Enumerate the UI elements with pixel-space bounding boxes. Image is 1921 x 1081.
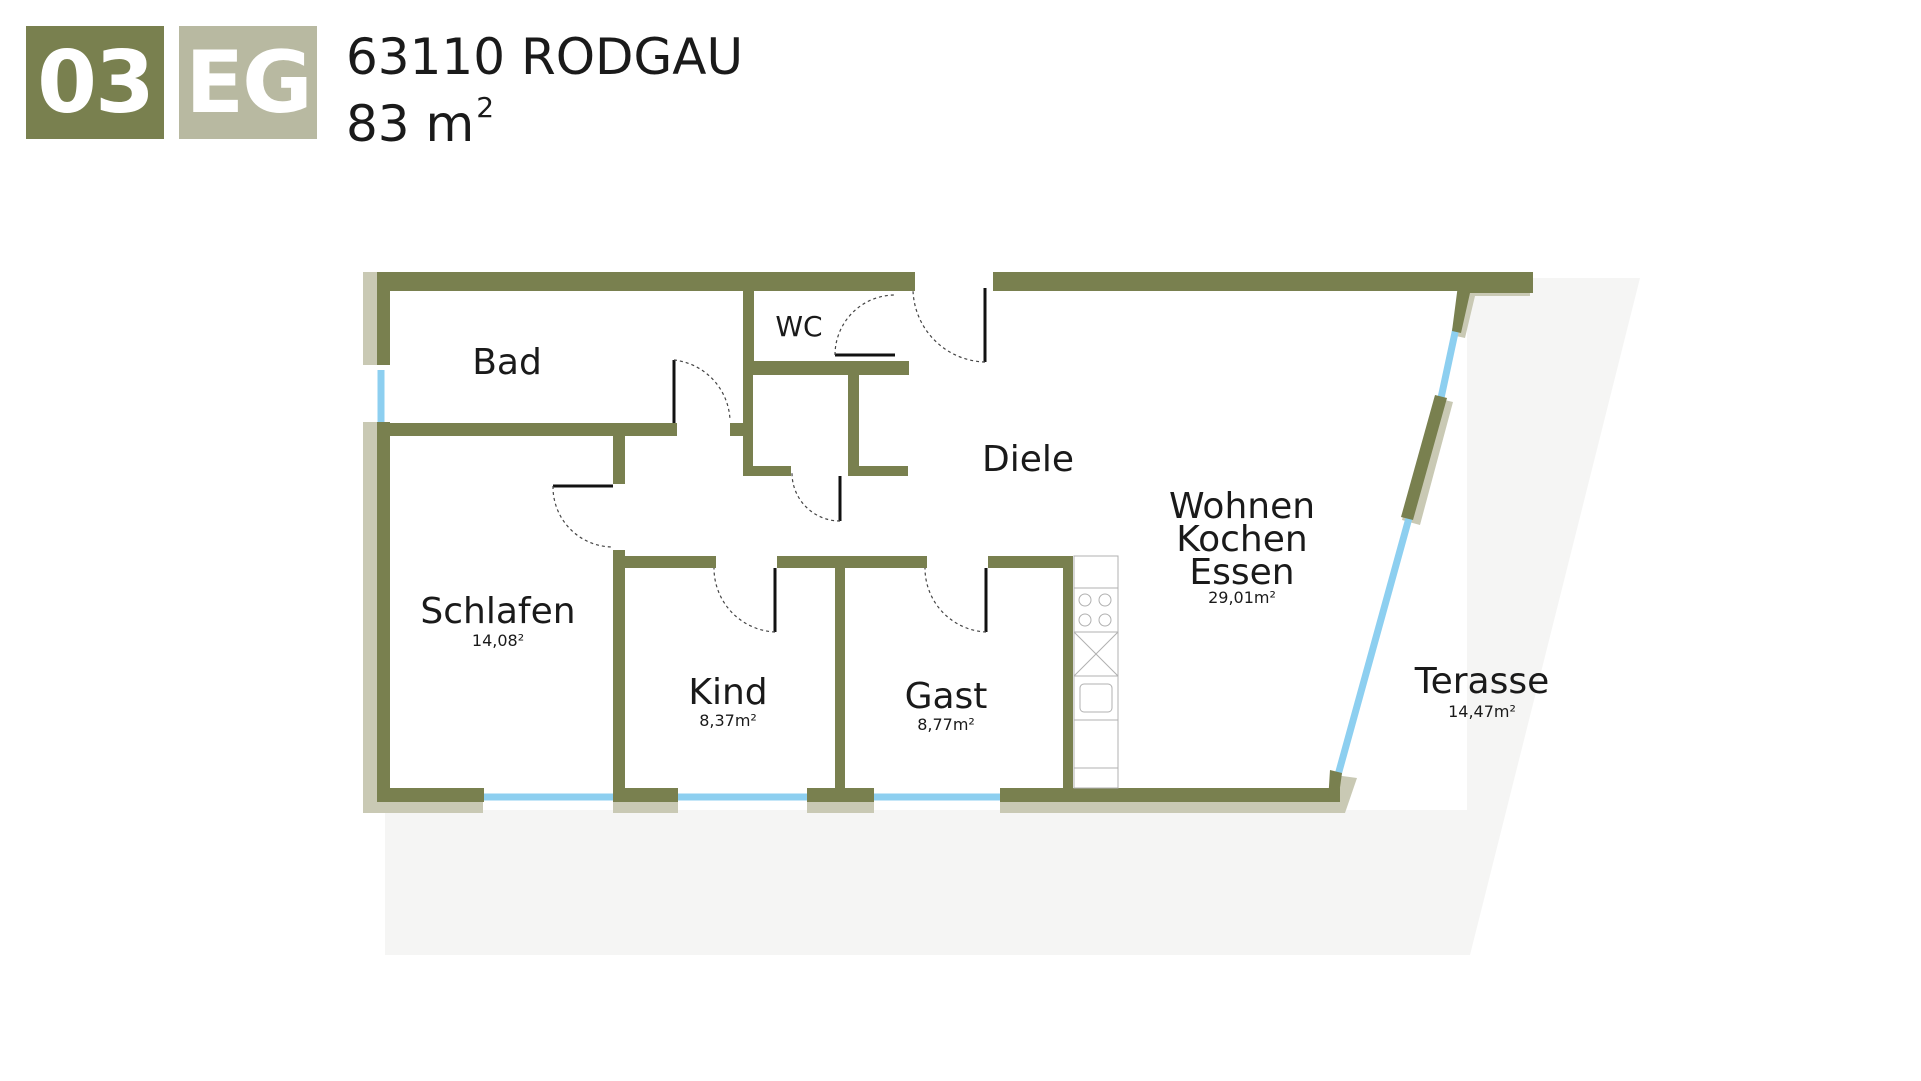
shadow-left-lower: [363, 422, 378, 813]
room-area-gast: 8,77m²: [917, 715, 975, 734]
door-kind: [713, 567, 777, 633]
door-wc: [834, 294, 896, 357]
windows: [377, 327, 1460, 801]
wall-corner-top-right: [1452, 285, 1533, 333]
wall-bottom-kind: [613, 788, 678, 802]
wall-bad-bottom: [377, 423, 677, 436]
window-living-upper: [1437, 327, 1460, 399]
cooktop-burner: [1078, 593, 1092, 607]
wall-bad-stub: [730, 423, 744, 436]
room-label-wohnen: Wohnen: [1169, 486, 1315, 527]
wall-closet-bottom-right: [848, 466, 908, 476]
room-label-schlafen: Schlafen: [420, 591, 575, 632]
wall-closet-left: [743, 375, 753, 476]
wall-gast-top-right: [988, 556, 1073, 568]
walls: [377, 272, 1533, 802]
kitchen-counter: [1073, 555, 1119, 789]
cooktop-burner: [1098, 593, 1112, 607]
area-unit-superscript: 2: [476, 91, 495, 124]
cooktop-burner: [1078, 613, 1092, 627]
room-label-kind: Kind: [688, 672, 767, 713]
wall-corner-bottom-right: [1328, 770, 1342, 802]
room-area-schlafen: 14,08²: [472, 631, 524, 650]
room-label-kochen: Kochen: [1176, 519, 1307, 560]
wall-kind-top-left: [613, 556, 716, 568]
door-schlafen: [552, 484, 614, 548]
cooktop-burner: [1098, 613, 1112, 627]
room-label-terrasse: Terasse: [1414, 661, 1550, 702]
wall-left-lower: [377, 422, 390, 802]
wall-top-left: [377, 272, 915, 291]
room-label-essen: Essen: [1189, 552, 1294, 593]
unit-number-badge: 03: [26, 26, 164, 139]
room-area-kind: 8,37m²: [699, 711, 757, 730]
door-entrance: [912, 288, 987, 363]
wall-schlafen-top-stub: [613, 436, 625, 484]
room-label-gast: Gast: [905, 676, 988, 717]
wall-bottom-schlafen: [377, 788, 484, 802]
doors: [552, 288, 988, 633]
wall-kind-gast: [835, 556, 845, 802]
wall-bad-wc: [743, 283, 754, 371]
apartment-area: 83 m2: [346, 91, 495, 150]
kitchen-counter-outline: [1073, 555, 1119, 789]
wall-left-upper: [377, 272, 390, 365]
wall-wc-bottom: [743, 361, 909, 375]
door-gast: [924, 567, 988, 633]
wall-kind-top-right: [777, 556, 927, 568]
door-bad: [672, 359, 731, 423]
area-value: 83 m: [346, 95, 475, 153]
wall-closet-middle: [848, 375, 859, 476]
city-title: 63110 RODGAU: [346, 28, 744, 86]
wall-closet-bottom-left: [743, 466, 791, 476]
door-closet: [791, 472, 842, 522]
wall-gast-right: [1063, 556, 1073, 802]
shadow-left-upper: [363, 272, 378, 365]
sink-cross: [1073, 631, 1119, 677]
wall-pier-right: [1401, 395, 1447, 520]
room-label-bad: Bad: [472, 342, 542, 383]
terrace-area: [385, 278, 1640, 955]
room-area-wohnen: 29,01m²: [1208, 588, 1276, 607]
room-label-diele: Diele: [982, 439, 1074, 480]
sink-basin: [1079, 683, 1113, 713]
room-labels: Bad WC Diele Wohnen Kochen Essen 29,01m²…: [420, 310, 1549, 734]
room-label-wc: WC: [775, 310, 822, 343]
floor-badge: EG: [179, 26, 317, 139]
wall-top-right: [993, 272, 1533, 291]
room-area-terrasse: 14,47m²: [1448, 702, 1516, 721]
wall-schlafen-kind: [613, 550, 625, 802]
wall-bottom-living: [1000, 788, 1340, 802]
window-living-lower: [1334, 517, 1413, 776]
